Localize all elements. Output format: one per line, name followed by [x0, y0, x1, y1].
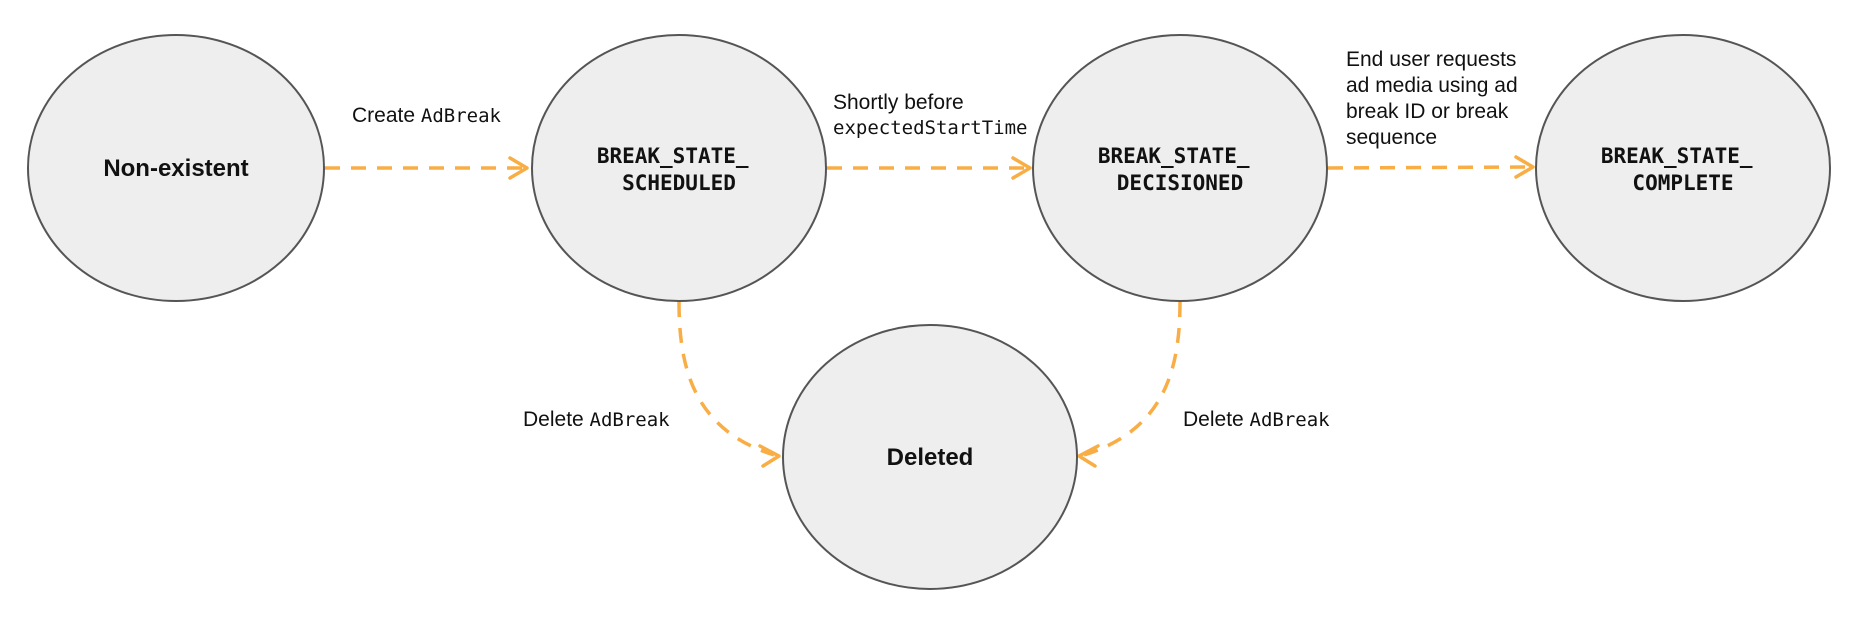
- label-delete-scheduled: Delete AdBreak: [523, 408, 670, 431]
- state-scheduled-label-line1: BREAK_STATE_: [597, 144, 749, 168]
- label-delete-scheduled-code: AdBreak: [590, 409, 671, 431]
- svg-text:BREAK_STATE_ COMPLETE: BREAK_STATE_ COMPLETE: [1601, 144, 1765, 195]
- label-end-user-line1: End user requests: [1346, 48, 1516, 71]
- transition-scheduled-to-deleted: [677, 301, 781, 468]
- svg-text:BREAK_STATE_ DECISIONED: BREAK_STATE_ DECISIONED: [1098, 144, 1262, 195]
- label-delete-decisioned-code: AdBreak: [1250, 409, 1331, 431]
- state-complete-label-line1: BREAK_STATE_: [1601, 144, 1753, 168]
- transition-decisioned-to-deleted: [1077, 301, 1182, 468]
- label-create-code: AdBreak: [421, 105, 502, 127]
- state-decisioned-label-line2: DECISIONED: [1117, 171, 1243, 195]
- label-delete-decisioned-prefix: Delete: [1183, 408, 1250, 431]
- label-create-prefix: Create: [352, 104, 421, 127]
- state-scheduled: BREAK_STATE_ SCHEDULED: [531, 34, 827, 302]
- transition-create: [325, 156, 529, 180]
- svg-text:Deleted: Deleted: [887, 444, 974, 471]
- label-end-user-line2: ad media using ad: [1346, 74, 1518, 97]
- state-scheduled-label-line2: SCHEDULED: [622, 171, 736, 195]
- svg-text:Non-existent: Non-existent: [103, 155, 248, 182]
- state-decisioned: BREAK_STATE_ DECISIONED: [1032, 34, 1328, 302]
- transition-schedule-to-decision: [827, 156, 1032, 180]
- svg-text:BREAK_STATE_ SCHEDULED: BREAK_STATE_ SCHEDULED: [597, 144, 761, 195]
- label-shortly-before-line1: Shortly before: [833, 91, 964, 114]
- label-end-user-request: End user requests ad media using ad brea…: [1346, 48, 1523, 149]
- label-shortly-before-code: expectedStartTime: [833, 117, 1027, 139]
- label-create: Create AdBreak: [352, 104, 502, 127]
- state-decisioned-label-line1: BREAK_STATE_: [1098, 144, 1250, 168]
- state-nonexistent-label: Non-existent: [103, 155, 248, 182]
- label-end-user-line3: break ID or break: [1346, 100, 1509, 123]
- state-nonexistent: Non-existent: [27, 34, 325, 302]
- transition-decision-to-complete: [1327, 155, 1535, 179]
- state-complete-label-line2: COMPLETE: [1632, 171, 1733, 195]
- label-delete-decisioned: Delete AdBreak: [1183, 408, 1330, 431]
- label-end-user-line4: sequence: [1346, 126, 1437, 149]
- state-complete: BREAK_STATE_ COMPLETE: [1535, 34, 1831, 302]
- label-shortly-before: Shortly before expectedStartTime: [833, 91, 1027, 139]
- label-delete-scheduled-prefix: Delete: [523, 408, 590, 431]
- state-deleted-label: Deleted: [887, 444, 974, 471]
- state-deleted: Deleted: [782, 324, 1078, 590]
